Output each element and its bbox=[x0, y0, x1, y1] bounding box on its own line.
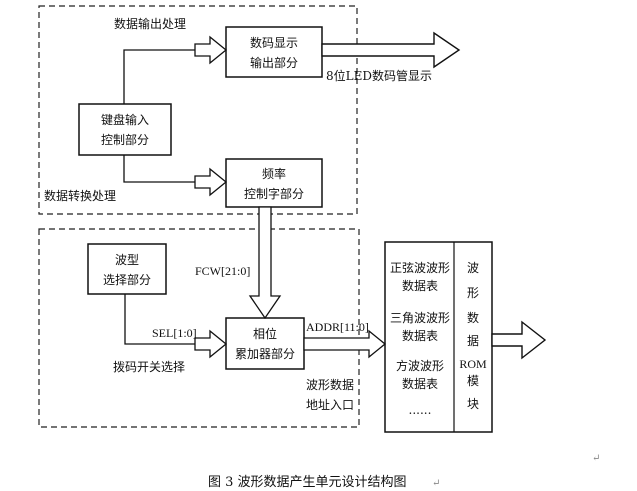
wave-select-line1: 波型 bbox=[115, 253, 139, 267]
keyboard-control-box bbox=[78, 103, 172, 156]
rom-table-triangle: 三角波波形 bbox=[390, 311, 450, 325]
label-led-display: 8位LED数码管显示 bbox=[326, 68, 432, 83]
rom-module-char-1: 波 bbox=[467, 261, 479, 275]
keyboard-to-display-line bbox=[123, 49, 195, 104]
freq-box-line1: 频率 bbox=[262, 166, 286, 181]
keyboard-box-line2: 控制部分 bbox=[101, 132, 149, 147]
rom-table-triangle-sub: 数据表 bbox=[402, 328, 438, 343]
rom-table-sine: 正弦波波形 bbox=[390, 260, 450, 275]
rom-module-char-3: 数 bbox=[467, 310, 479, 325]
display-box-line1: 数码显示 bbox=[250, 35, 298, 50]
rom-module-char-2: 形 bbox=[467, 286, 479, 300]
freq-box-line2: 控制字部分 bbox=[244, 186, 304, 201]
label-data-output: 数据输出处理 bbox=[114, 16, 186, 31]
rom-table-ellipsis: ...... bbox=[409, 403, 432, 417]
label-dip-switch: 拨码开关选择 bbox=[113, 360, 185, 374]
rom-module-char-6: 模 bbox=[467, 374, 479, 388]
label-addr: ADDR[11:0] bbox=[306, 320, 369, 334]
keyboard-to-freq-line bbox=[123, 155, 195, 183]
caption-return-mark: ↵ bbox=[432, 478, 440, 489]
rom-module-rom: ROM bbox=[459, 357, 487, 371]
corner-return-mark: ↵ bbox=[592, 453, 600, 464]
label-fcw: FCW[21:0] bbox=[195, 264, 250, 278]
label-wave-addr-1: 波形数据 bbox=[306, 377, 354, 392]
sel-arrow bbox=[194, 329, 228, 359]
phase-box-line1: 相位 bbox=[253, 326, 277, 341]
fcw-arrow bbox=[248, 206, 282, 320]
rom-output-arrow bbox=[491, 320, 547, 360]
rom-module-char-7: 块 bbox=[467, 397, 479, 411]
wave-select-box bbox=[87, 243, 167, 295]
display-box-line2: 输出部分 bbox=[250, 55, 298, 70]
phase-box-line2: 累加器部分 bbox=[235, 346, 295, 361]
figure-caption: 图 3 波形数据产生单元设计结构图 bbox=[208, 475, 407, 490]
label-sel: SEL[1:0] bbox=[152, 326, 197, 340]
keyboard-to-display-arrow bbox=[194, 35, 228, 65]
rom-table-sine-sub: 数据表 bbox=[402, 278, 438, 293]
top-dashed-group bbox=[38, 5, 358, 215]
sel-line bbox=[124, 294, 195, 345]
bottom-dashed-group bbox=[38, 228, 360, 428]
led-output-arrow bbox=[321, 31, 461, 69]
wave-select-line2: 选择部分 bbox=[103, 272, 151, 287]
keyboard-box-line1: 键盘输入 bbox=[101, 112, 149, 127]
rom-table-square: 方波波形 bbox=[396, 358, 444, 373]
keyboard-to-freq-arrow bbox=[194, 167, 228, 197]
rom-table-square-sub: 数据表 bbox=[402, 376, 438, 391]
addr-arrow bbox=[303, 329, 387, 359]
rom-module-char-4: 据 bbox=[467, 334, 479, 348]
label-wave-addr-2: 地址入口 bbox=[306, 398, 354, 412]
phase-accumulator-box bbox=[225, 317, 305, 370]
freq-control-box bbox=[225, 158, 323, 208]
label-data-conversion: 数据转换处理 bbox=[44, 188, 116, 203]
